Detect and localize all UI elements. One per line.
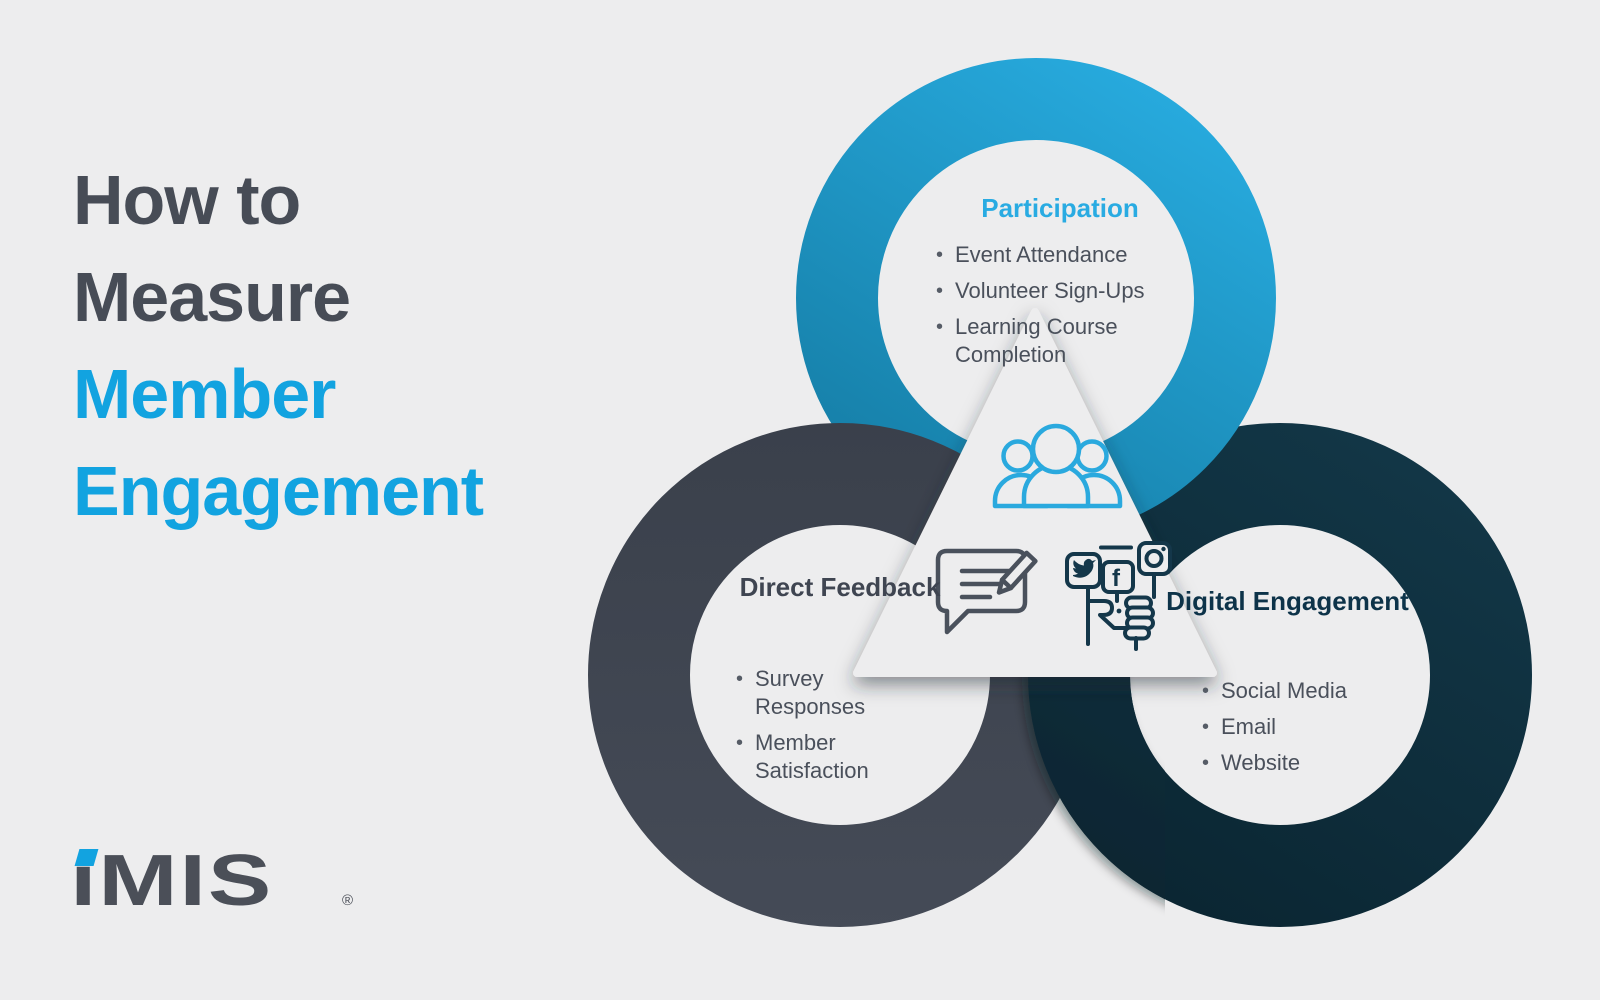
fist-dot (1116, 608, 1122, 614)
member-head-center (1030, 423, 1082, 475)
social-media-hand-icon: f (1065, 541, 1172, 651)
title-line-3: Member (73, 355, 336, 433)
list-item: Event Attendance (936, 241, 1181, 269)
list-item: Social Media (1202, 677, 1417, 705)
page-title: How to Measure Member Engagement (73, 152, 633, 540)
twitter-bird (1073, 558, 1096, 578)
participation-label: Participation (981, 193, 1139, 223)
list-item: Website (1202, 749, 1417, 777)
imis-logo-text: ıMIS (70, 845, 273, 917)
title-line-4: Engagement (73, 452, 484, 530)
title-line-1: How to (73, 161, 301, 239)
list-item: Learning Course Completion (936, 313, 1181, 369)
list-item: Volunteer Sign-Ups (936, 277, 1181, 305)
list-item: Survey Responses (736, 665, 916, 721)
members-group-icon (992, 423, 1123, 509)
participation-items: Event AttendanceVolunteer Sign-UpsLearni… (936, 241, 1181, 377)
imis-logo: ıMIS ® (70, 845, 370, 935)
title-line-2: Measure (73, 258, 351, 336)
direct-feedback-items: Survey ResponsesMember Satisfaction (736, 665, 916, 793)
list-item: Member Satisfaction (736, 729, 916, 785)
feedback-note-icon (935, 548, 1038, 635)
list-item: Email (1202, 713, 1417, 741)
direct-feedback-label: Direct Feedback (739, 572, 941, 602)
instagram-dot (1161, 546, 1166, 552)
digital-engagement-items: Social MediaEmailWebsite (1202, 677, 1417, 785)
pencil-tip-line (999, 577, 1014, 591)
instagram-lens (1144, 549, 1164, 568)
registered-trademark: ® (342, 892, 354, 909)
facebook-letter: f (1112, 565, 1121, 592)
digital-engagement-label: Digital Engagement (1166, 586, 1409, 616)
imis-logo-mis: MIS (98, 841, 274, 921)
fist-outline (1086, 599, 1129, 630)
